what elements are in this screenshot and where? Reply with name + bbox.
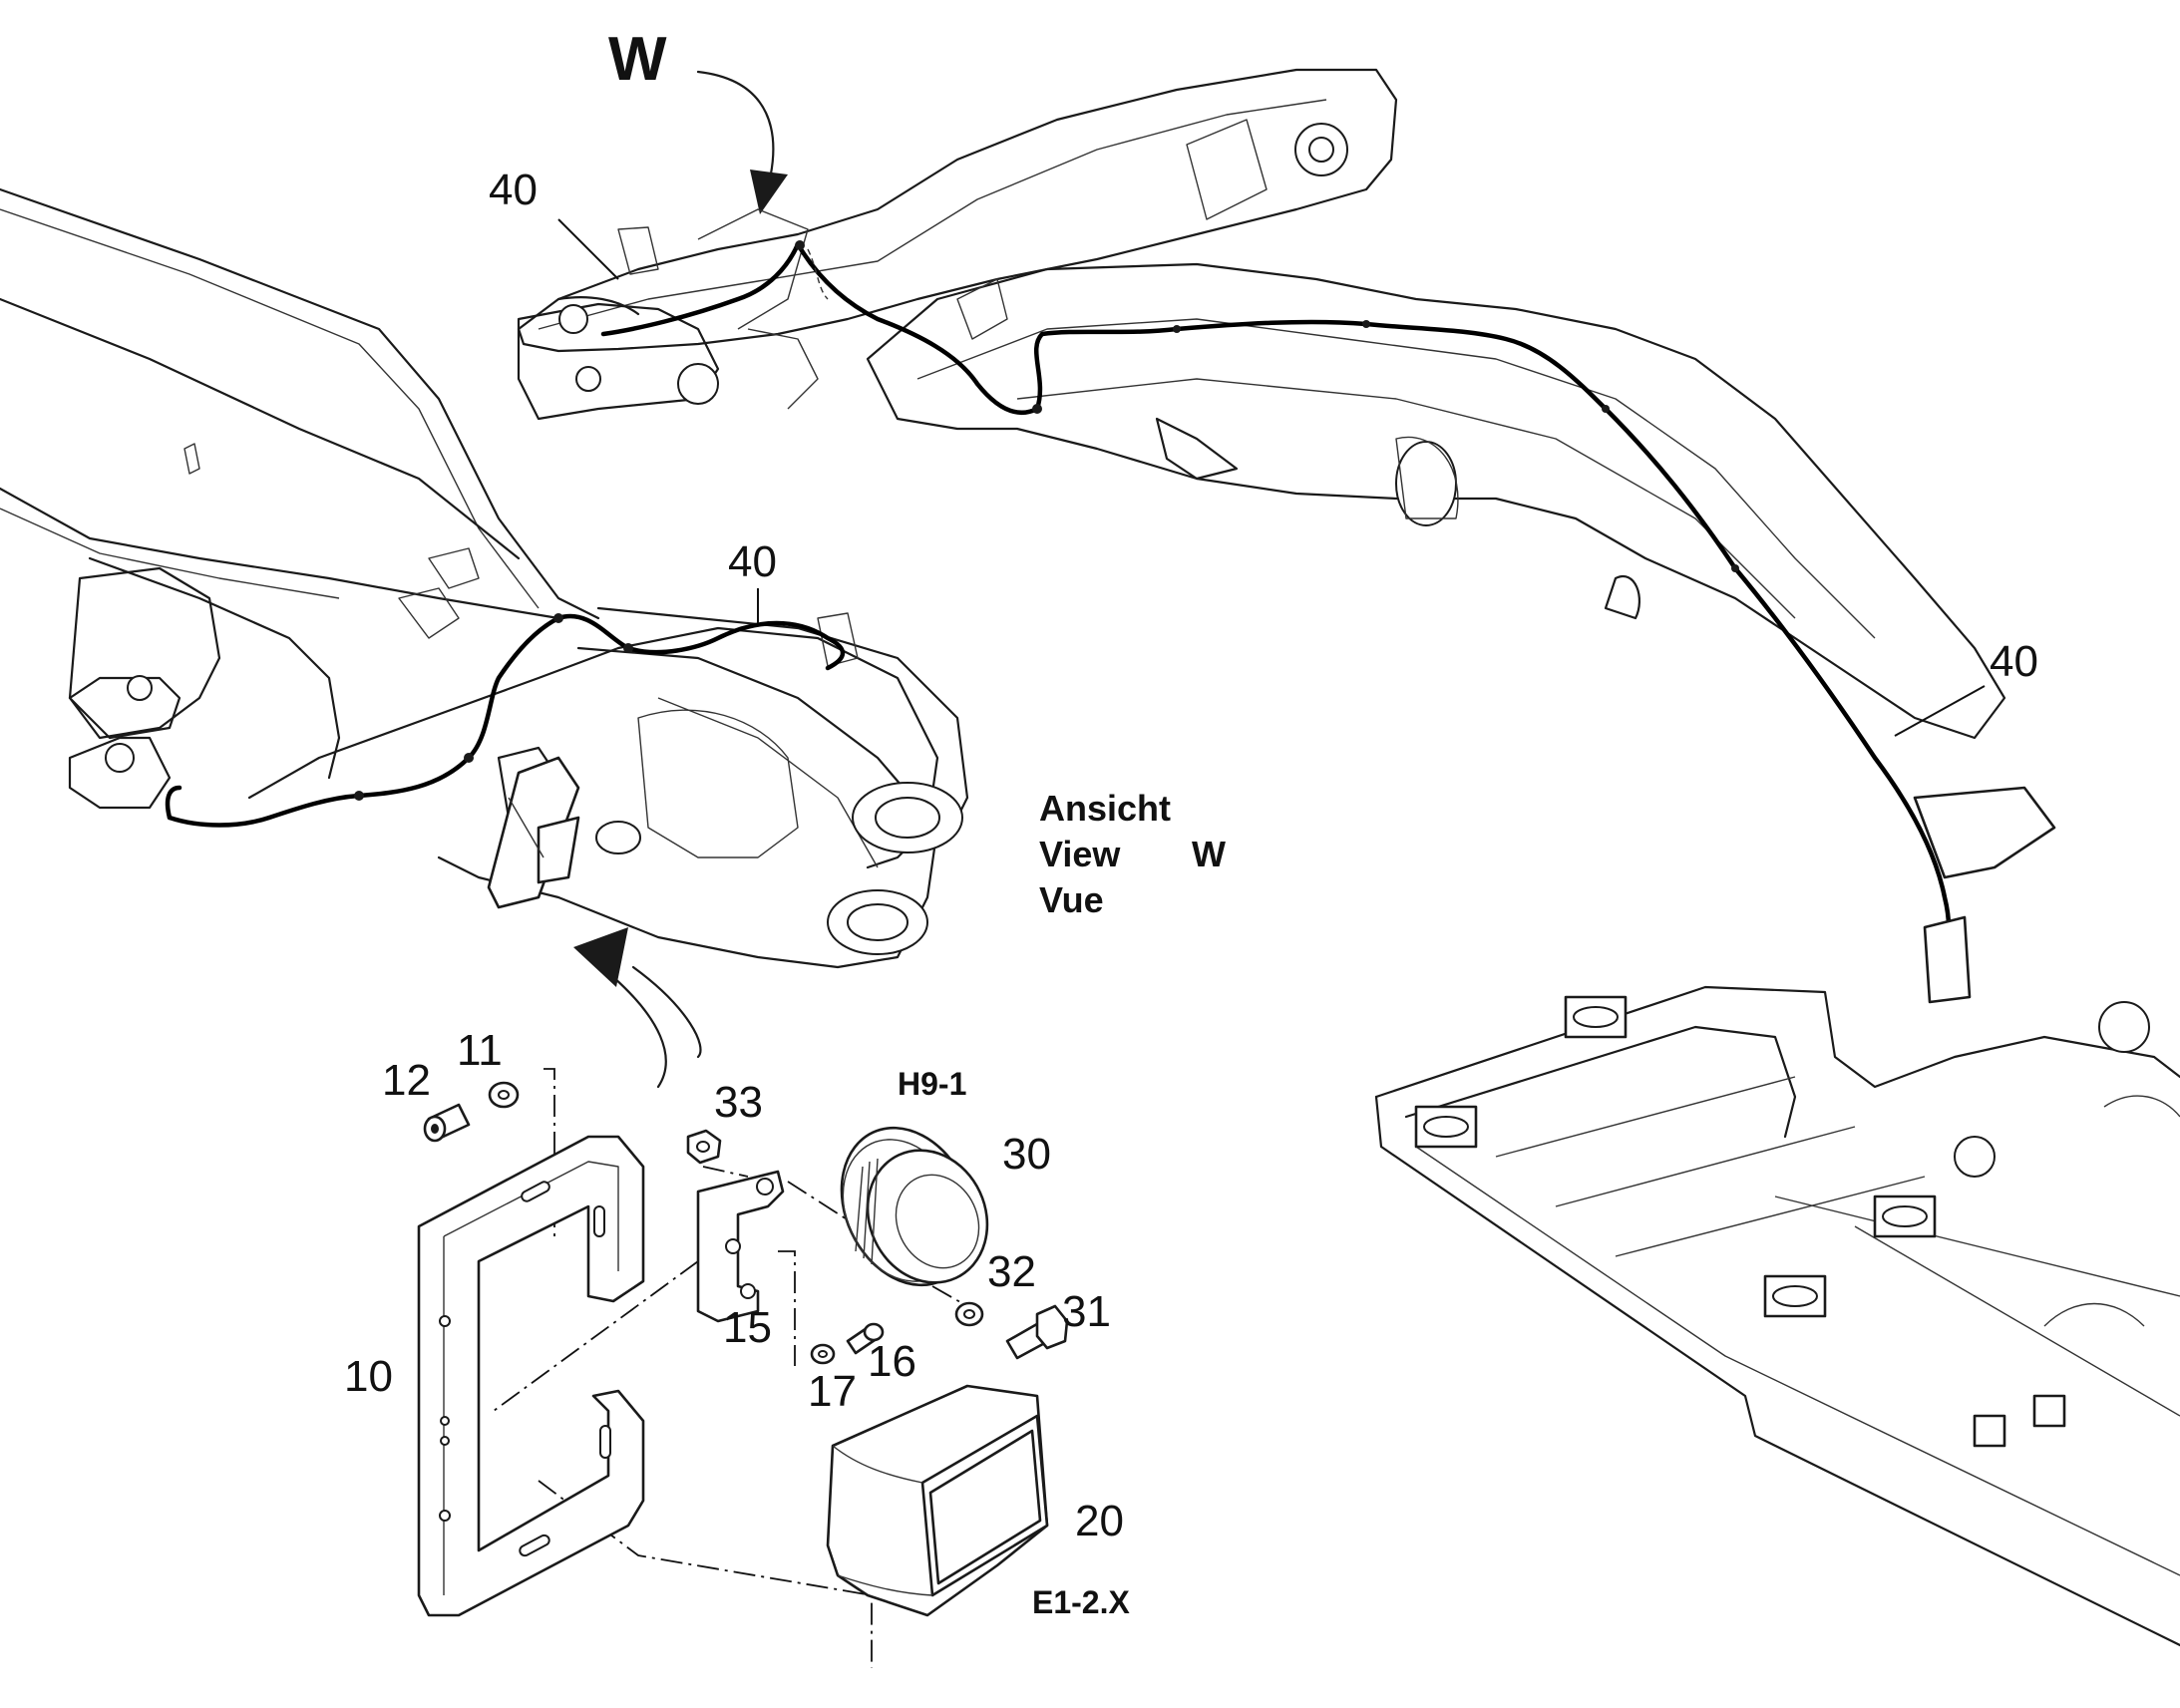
assembly-line-15-10 <box>493 1260 699 1412</box>
callout-32: 32 <box>987 1247 1036 1296</box>
callout-11: 11 <box>457 1026 503 1075</box>
view-caption-letter: W <box>1192 834 1226 874</box>
assembly-line-15-17 <box>778 1250 796 1366</box>
part-33-nut <box>686 1129 722 1165</box>
upper-boom <box>517 68 2006 740</box>
part-30-horn <box>840 1126 989 1287</box>
part-12-screw <box>423 1103 471 1143</box>
upper-carriage-frame <box>1374 985 2180 1647</box>
part-callouts: 12 11 33 H9-1 30 32 31 15 16 17 10 20 E1… <box>344 1026 1130 1620</box>
part-16-screw <box>846 1322 885 1355</box>
exploded-view <box>417 1068 1069 1668</box>
callout-17: 17 <box>808 1367 857 1416</box>
designation-lamp: E1-2.X <box>1032 1584 1130 1620</box>
view-caption: Ansicht View W Vue <box>1039 788 1226 920</box>
callout-16: 16 <box>868 1337 916 1386</box>
callout-15: 15 <box>723 1303 772 1352</box>
assembly-line-33-15 <box>702 1166 749 1178</box>
callout-33: 33 <box>714 1078 763 1127</box>
view-direction-arrowhead <box>573 927 628 987</box>
callout-20: 20 <box>1075 1497 1124 1545</box>
part-20-lamp <box>826 1384 1049 1617</box>
part-17-washer <box>810 1343 836 1365</box>
view-letter: W <box>608 25 667 94</box>
callout-31: 31 <box>1062 1287 1111 1336</box>
part-10-bracket <box>417 1135 645 1617</box>
view-caption-de: Ansicht <box>1039 788 1171 829</box>
assembly-line-10-20 <box>538 1480 873 1668</box>
mounting-plate-right <box>1913 786 2056 1004</box>
callout-12: 12 <box>382 1056 431 1105</box>
wiring-harness-upper <box>600 240 1952 990</box>
callout-40-left: 40 <box>728 537 777 586</box>
callout-30: 30 <box>1002 1130 1051 1179</box>
view-caption-en: View <box>1039 834 1121 874</box>
assembly-line-30-32 <box>931 1285 968 1307</box>
designation-horn: H9-1 <box>898 1066 966 1102</box>
left-boom <box>0 187 969 969</box>
assembly-line-15-30 <box>787 1181 859 1227</box>
view-arrow-head <box>750 170 788 214</box>
part-15-holder <box>696 1170 785 1323</box>
harness-callouts: 40 40 40 <box>489 166 2038 737</box>
boom-mounted-bracket <box>487 756 580 909</box>
part-32-washer <box>954 1301 984 1327</box>
wiring-harness-left <box>165 613 846 828</box>
callout-40-right: 40 <box>1990 637 2038 686</box>
callout-10: 10 <box>344 1352 393 1401</box>
callout-40-top: 40 <box>489 166 538 214</box>
part-31-bolt <box>1005 1304 1069 1360</box>
view-direction-arrow <box>573 927 702 1089</box>
view-w-indicator: W <box>608 25 788 214</box>
part-11-washer <box>488 1081 520 1109</box>
view-caption-fr: Vue <box>1039 879 1104 920</box>
